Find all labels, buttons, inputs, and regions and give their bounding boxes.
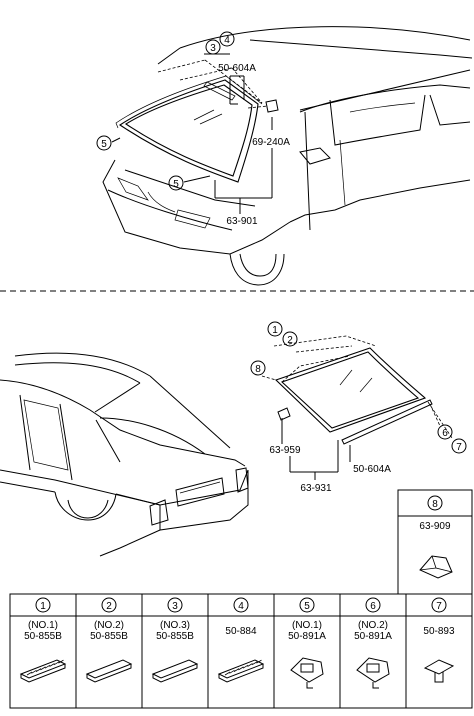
sedan-illustration (0, 352, 249, 557)
parts-num-circle (167, 597, 183, 613)
parts-cell-1: 1 (NO.1)50-855B (19, 597, 67, 683)
top-leaders (111, 53, 273, 214)
parts-box-8: 8 63-909 (397, 489, 473, 595)
parts-number: 50-855B (156, 631, 194, 642)
parts-table: 1(NO.1)50-855B2(NO.2)50-855B3(NO.3)50-85… (9, 593, 473, 709)
callout-circle-5a (96, 135, 112, 151)
callout-2: 2 (287, 335, 293, 346)
parts-num-circle (233, 597, 249, 613)
parts-sub-label: (NO.1) (292, 620, 322, 631)
callout-4: 4 (224, 35, 230, 46)
parts-num-circle (299, 597, 315, 613)
box8-num-circle (427, 495, 443, 511)
long-clip-ribbed-icon (217, 659, 265, 683)
parts-cell-6: 6 (NO.2)50-891A (354, 597, 392, 689)
bottom-callouts: 1 2 8 6 7 63-959 63-931 50-604A (250, 321, 467, 494)
label-50-604a-top: 50-604A (218, 63, 256, 74)
push-clip-icon (423, 659, 455, 683)
parts-cell-5: 5 (NO.1)50-891A (288, 597, 326, 689)
parts-num-circle (431, 597, 447, 613)
parts-cell-2: 2 (NO.2)50-855B (85, 597, 133, 683)
top-callouts: 3 4 50-604A 5 5 69-240A 63-901 (96, 31, 290, 227)
parts-cell-7: 7 50-893 (423, 597, 455, 683)
parts-sub-label: (NO.2) (94, 620, 124, 631)
parts-num: 2 (106, 601, 112, 612)
parts-num: 4 (238, 601, 244, 612)
label-50-604a-bottom: 50-604A (353, 464, 391, 475)
label-63-901: 63-901 (226, 216, 258, 227)
label-63-931: 63-931 (300, 483, 332, 494)
parts-num: 6 (370, 601, 376, 612)
parts-number: 50-884 (225, 626, 257, 637)
callout-circle-7 (451, 438, 467, 454)
cap-63-909-icon (419, 555, 453, 579)
parts-number: 50-891A (288, 631, 326, 642)
parts-num-circle (365, 597, 381, 613)
parts-cell-4: 4 50-884 (217, 597, 265, 683)
parts-cell-3: 3 (NO.3)50-855B (151, 597, 199, 683)
parts-num-circle (35, 597, 51, 613)
parts-num-circle (101, 597, 117, 613)
callout-circle-4 (219, 31, 235, 47)
parts-number: 50-893 (423, 626, 455, 637)
parts-number: 50-891A (354, 631, 392, 642)
callout-circle-5b (168, 175, 184, 191)
callout-1: 1 (272, 325, 278, 336)
callout-8: 8 (255, 364, 261, 375)
callout-circle-2 (282, 331, 298, 347)
molding-50-604a-bottom-icon (341, 399, 433, 445)
callout-5b: 5 (173, 179, 179, 190)
parts-sub-label: (NO.3) (160, 620, 190, 631)
parts-num: 5 (304, 601, 310, 612)
callout-3: 3 (210, 43, 216, 54)
box8-part: 63-909 (419, 521, 451, 532)
parts-number: 50-855B (24, 631, 62, 642)
label-63-959: 63-959 (269, 445, 301, 456)
parts-num: 1 (40, 601, 46, 612)
parts-num: 7 (436, 601, 442, 612)
clip-69-240a-icon (265, 99, 279, 113)
long-clip-icon (85, 659, 133, 683)
molding-clip-icon (290, 657, 324, 689)
callout-7: 7 (456, 442, 462, 453)
callout-5a: 5 (101, 139, 107, 150)
parts-num: 3 (172, 601, 178, 612)
bottom-leaders (281, 418, 351, 480)
rear-glass-assembly (261, 335, 453, 445)
parts-number: 50-855B (90, 631, 128, 642)
callout-6: 6 (442, 428, 448, 439)
parts-sub-label: (NO.2) (358, 620, 388, 631)
callout-circle-1 (267, 321, 283, 337)
callout-circle-3 (205, 39, 221, 55)
molding-clip-icon (356, 657, 390, 689)
long-clip-icon (151, 659, 199, 683)
callout-circle-8 (250, 360, 266, 376)
label-69-240a: 69-240A (252, 137, 290, 148)
long-clip-ribbed-icon (19, 659, 67, 683)
box8-num: 8 (432, 499, 438, 510)
van-illustration (102, 26, 473, 286)
cap-63-959-icon (277, 407, 291, 421)
callout-circle-6 (437, 424, 453, 440)
windshield-assembly (115, 59, 279, 183)
parts-sub-label: (NO.1) (28, 620, 58, 631)
